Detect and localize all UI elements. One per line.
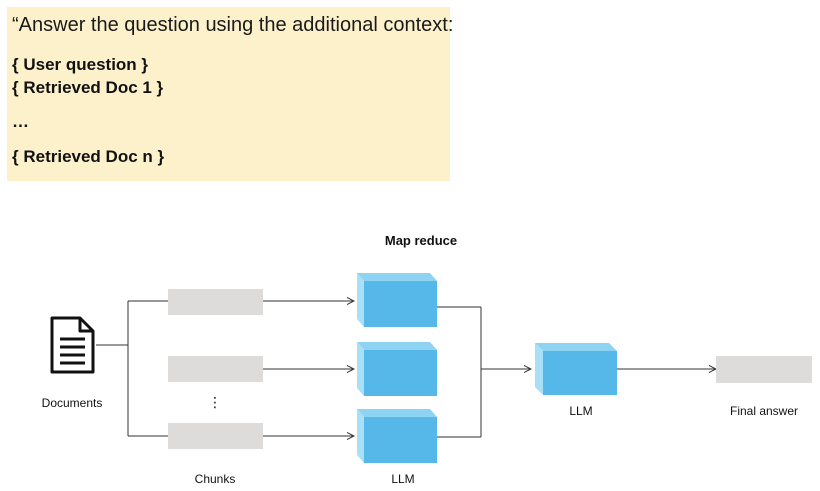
llm-reduce-cube xyxy=(535,343,617,395)
chunks-ellipsis: ⋮ xyxy=(208,394,222,410)
chunk-block-1 xyxy=(168,289,263,315)
final-answer-label: Final answer xyxy=(729,404,799,418)
llm-reduce-label: LLM xyxy=(569,404,593,418)
documents-label: Documents xyxy=(41,396,103,410)
llm-map-cube-1 xyxy=(357,273,437,327)
document-icon xyxy=(50,316,95,374)
llm-map-cube-3 xyxy=(357,409,437,463)
llm-map-label: LLM xyxy=(391,472,415,486)
prompt-retrieved-doc-n: { Retrieved Doc n } xyxy=(12,147,165,166)
chunks-label: Chunks xyxy=(194,472,236,486)
diagram-title: Map reduce xyxy=(384,233,458,248)
split-connector xyxy=(96,300,168,437)
prompt-user-question: { User question } xyxy=(12,55,149,74)
merge-connector xyxy=(437,306,482,438)
chunk-block-2 xyxy=(168,356,263,382)
prompt-intro-text: “Answer the question using the additiona… xyxy=(12,14,454,36)
prompt-retrieved-doc-1: { Retrieved Doc 1 } xyxy=(12,78,164,97)
prompt-ellipsis: … xyxy=(12,112,31,131)
prompt-template-box xyxy=(7,7,450,181)
chunk-block-3 xyxy=(168,423,263,449)
llm-map-cube-2 xyxy=(357,342,437,396)
final-answer-block xyxy=(716,356,812,383)
